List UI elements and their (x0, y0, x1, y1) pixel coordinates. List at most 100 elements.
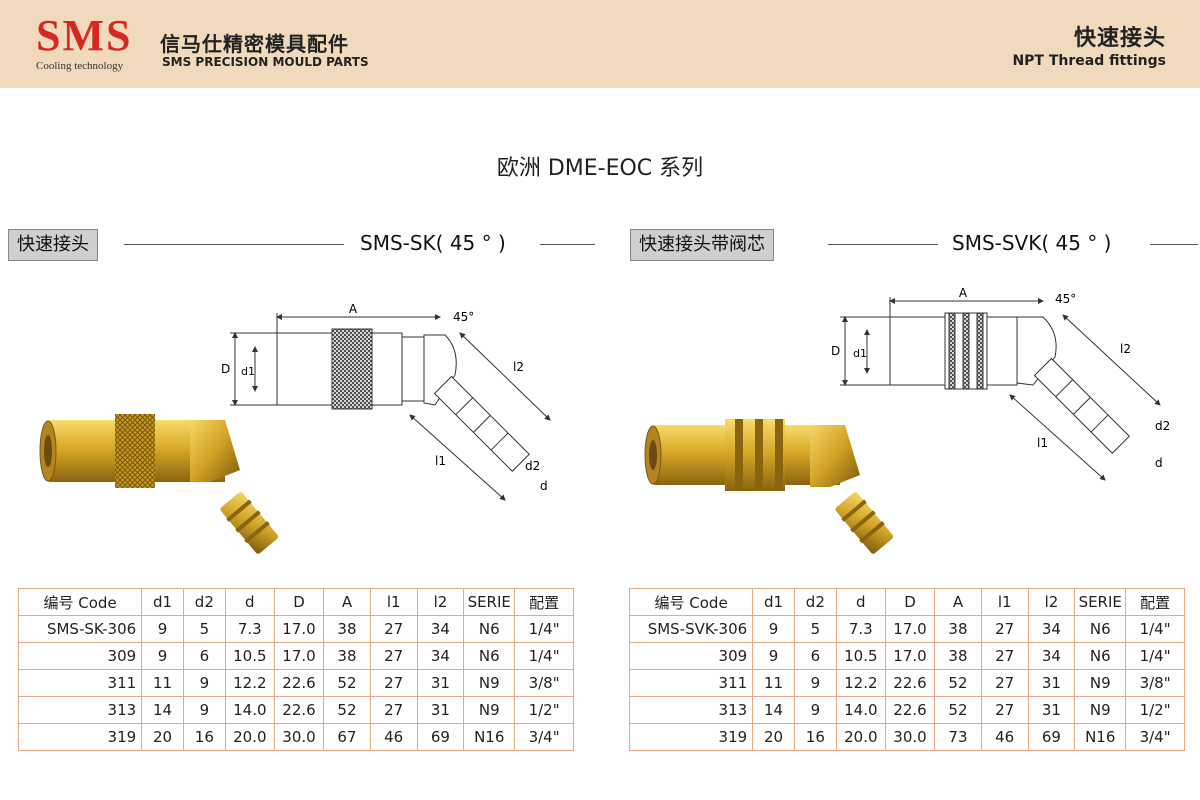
column-header: 配置 (1125, 588, 1185, 616)
table-cell: 27 (980, 669, 1029, 697)
column-header: A (323, 588, 371, 616)
table-cell: 34 (416, 642, 465, 670)
column-header: l2 (416, 588, 465, 616)
table-cell: 22.6 (884, 696, 936, 724)
table-cell: 38 (323, 642, 371, 670)
table-cell: 31 (416, 696, 465, 724)
category-title-en: NPT Thread fittings (1012, 53, 1166, 69)
table-cell: 9 (752, 642, 795, 670)
dim-label-a: A (349, 302, 358, 316)
table-cell: 11 (141, 669, 184, 697)
dim-label-D: D (831, 344, 840, 358)
dim-label-d: d (1155, 456, 1163, 470)
column-header: SERIE (1074, 588, 1127, 616)
table-cell: 22.6 (273, 669, 325, 697)
table-cell: 38 (323, 615, 371, 643)
table-cell: 9 (182, 696, 226, 724)
table-cell: 10.5 (835, 642, 886, 670)
table-cell: 17.0 (884, 642, 936, 670)
table-cell: 67 (323, 723, 371, 751)
table-cell: 3/8" (514, 669, 574, 697)
table-cell: 7.3 (835, 615, 886, 643)
table-cell: 52 (934, 669, 982, 697)
table-cell: 1/4" (1125, 615, 1185, 643)
column-header: A (934, 588, 982, 616)
column-header: 配置 (514, 588, 574, 616)
table-cell: 3/8" (1125, 669, 1185, 697)
table-cell: N9 (1074, 696, 1127, 724)
table-cell: 9 (141, 642, 184, 670)
column-header: D (884, 588, 936, 616)
table-cell: 20.0 (224, 723, 275, 751)
dim-label-D: D (221, 362, 230, 376)
table-cell: 52 (934, 696, 982, 724)
column-header: d (835, 588, 886, 616)
table-cell: 11 (752, 669, 795, 697)
table-cell: 10.5 (224, 642, 275, 670)
section-model-svk: SMS-SVK( 45 ° ) (952, 231, 1112, 255)
table-cell: 27 (369, 696, 418, 724)
svk-product-photo (644, 419, 894, 554)
table-cell: 73 (934, 723, 982, 751)
table-cell: 7.3 (224, 615, 275, 643)
table-cell: 3/4" (1125, 723, 1185, 751)
code-cell: 309 (628, 642, 754, 670)
section-label-sk: 快速接头 (8, 229, 98, 261)
table-cell: 31 (416, 669, 465, 697)
table-cell: 31 (1027, 696, 1076, 724)
table-cell: 34 (1027, 642, 1076, 670)
dim-label-a: A (959, 286, 968, 300)
column-header: d2 (182, 588, 226, 616)
section-model-sk: SMS-SK( 45 ° ) (360, 231, 506, 255)
code-cell: 313 (628, 696, 754, 724)
code-cell: 319 (628, 723, 754, 751)
table-cell: 1/4" (514, 642, 574, 670)
table-cell: 1/4" (514, 615, 574, 643)
svk-technical-drawing: A 45° D d1 l2 l1 d2 d (831, 286, 1170, 481)
table-cell: N16 (1074, 723, 1127, 751)
table-cell: 5 (182, 615, 226, 643)
table-cell: 9 (752, 615, 795, 643)
column-header: d2 (793, 588, 837, 616)
sk-product-photo (39, 414, 279, 554)
table-cell: N6 (463, 615, 516, 643)
table-cell: 52 (323, 669, 371, 697)
table-cell: 17.0 (273, 615, 325, 643)
table-cell: 30.0 (273, 723, 325, 751)
sms-logo: SMS Cooling technology (36, 14, 146, 74)
column-header: d1 (141, 588, 184, 616)
company-name-cn: 信马仕精密模具配件 (160, 32, 349, 56)
series-title: 欧洲 DME-EOC 系列 (496, 156, 704, 181)
code-cell: SMS-SK-306 (17, 615, 143, 643)
column-header: d (224, 588, 275, 616)
logo-text: SMS (36, 11, 133, 60)
column-header: d1 (752, 588, 795, 616)
table-cell: 27 (369, 615, 418, 643)
table-cell: 69 (1027, 723, 1076, 751)
column-header: l1 (980, 588, 1029, 616)
table-cell: 9 (141, 615, 184, 643)
column-header: 编号 Code (628, 588, 754, 616)
table-cell: 16 (793, 723, 837, 751)
table-cell: 16 (182, 723, 226, 751)
dim-label-l1: l1 (1037, 436, 1048, 450)
table-cell: 9 (793, 669, 837, 697)
table-cell: 22.6 (884, 669, 936, 697)
section-divider (828, 244, 938, 245)
table-cell: 46 (369, 723, 418, 751)
dim-label-angle: 45° (1055, 292, 1076, 306)
table-cell: 3/4" (514, 723, 574, 751)
table-cell: N16 (463, 723, 516, 751)
dim-label-d1: d1 (241, 365, 255, 378)
page-header: SMS Cooling technology 信马仕精密模具配件 SMS PRE… (0, 0, 1200, 88)
table-cell: 9 (182, 669, 226, 697)
